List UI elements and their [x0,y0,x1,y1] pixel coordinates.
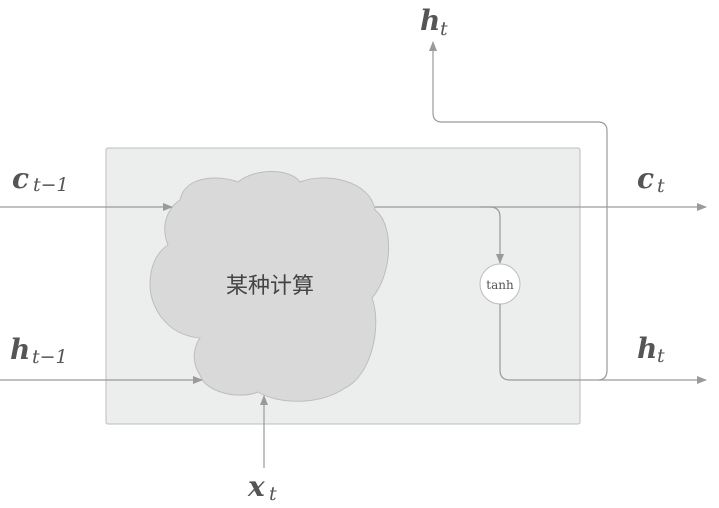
c-prev-symbol: c [12,162,29,195]
label-x: x t [247,470,277,505]
label-h-out-right: h t [637,332,665,367]
label-c-out: c t [637,162,665,197]
label-h-out-top: h t [420,4,448,40]
c-out-subscript: t [657,175,665,197]
h-out-right-symbol: h [637,332,657,365]
h-out-top-symbol: h [420,4,440,37]
h-prev-subscript: t−1 [32,346,68,368]
h-out-top-subscript: t [440,18,448,40]
computation-cloud [149,171,390,402]
label-h-prev: h t−1 [10,333,68,368]
h-top-path [429,41,608,381]
x-subscript: t [269,483,277,505]
cloud-label: 某种计算 [226,274,314,299]
c-out-symbol: c [637,162,654,195]
tanh-branch-line [480,206,504,264]
tanh-label: tanh [486,278,514,292]
h-out-right-subscript: t [657,345,665,367]
h-out-path [499,304,707,384]
label-c-prev: c t−1 [12,162,69,196]
x-symbol: x [247,470,265,503]
c-prev-subscript: t−1 [33,174,69,196]
h-prev-symbol: h [10,333,30,366]
